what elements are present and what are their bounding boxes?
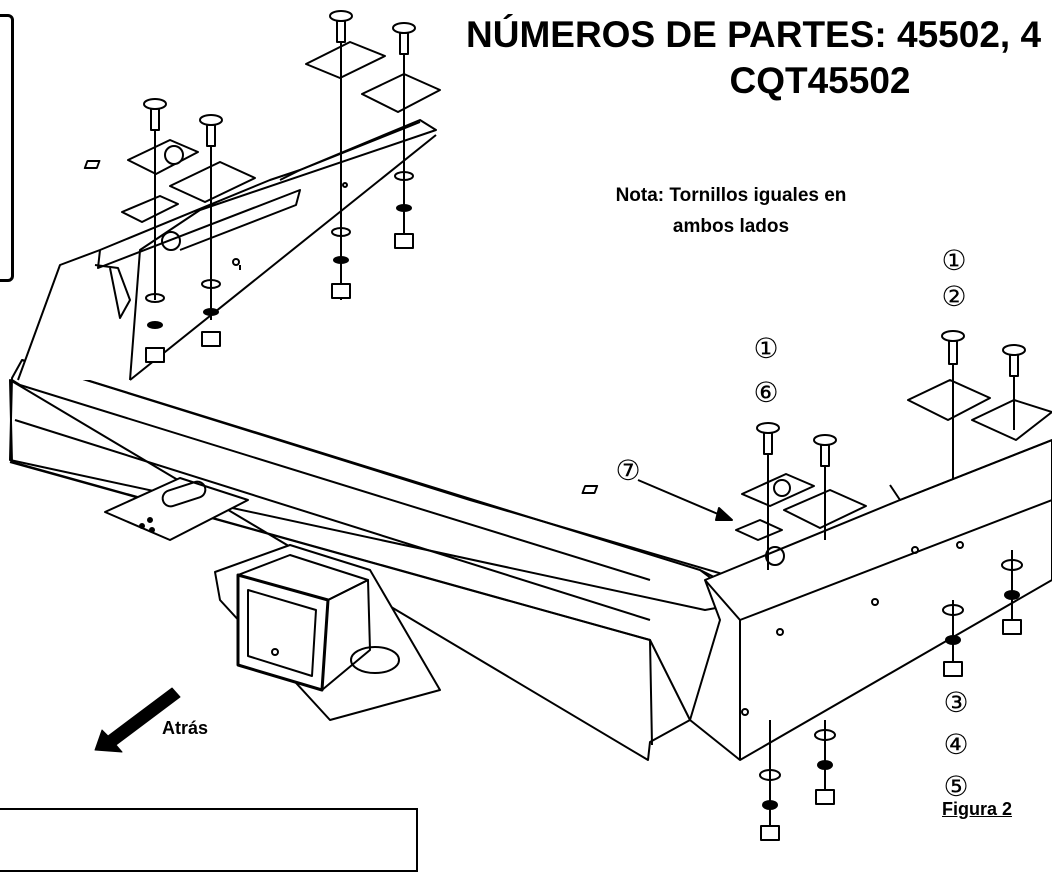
figure-label: Figura 2: [942, 799, 1013, 819]
right-bolts: [756, 330, 1026, 841]
left-bracket: [17, 119, 437, 381]
note-line-2: ambos lados: [672, 216, 790, 237]
callout-4: ④: [943, 728, 969, 761]
side-panel: [0, 14, 14, 282]
callout-1-top: ①: [941, 244, 967, 277]
callout-7: ⑦: [615, 454, 641, 487]
callout-7-leader: [637, 479, 733, 521]
chain-plate: [104, 477, 249, 541]
cross-tube: [9, 359, 761, 761]
direction-label: Atrás: [162, 718, 209, 738]
left-bolts: [143, 10, 416, 363]
receiver: [214, 544, 441, 721]
note-line-1: Nota: Tornillos iguales en: [615, 185, 847, 206]
hitch-diagram: [9, 10, 1052, 841]
note-text: Nota: Tornillos iguales en ambos lados: [566, 180, 896, 242]
left-plates: [83, 41, 441, 223]
callout-1-mid: ①: [753, 332, 779, 365]
callout-3: ③: [943, 686, 969, 719]
right-bracket: [689, 439, 1052, 761]
callout-2: ②: [941, 280, 967, 313]
callout-6: ⑥: [753, 376, 779, 409]
direction-arrow: [94, 687, 181, 753]
callout-5: ⑤: [943, 770, 969, 803]
title-line-1: NÚMEROS DE PARTES: 45502, 4: [466, 14, 1042, 55]
bottom-box: [0, 808, 418, 872]
title-line-2: CQT45502: [729, 60, 911, 101]
